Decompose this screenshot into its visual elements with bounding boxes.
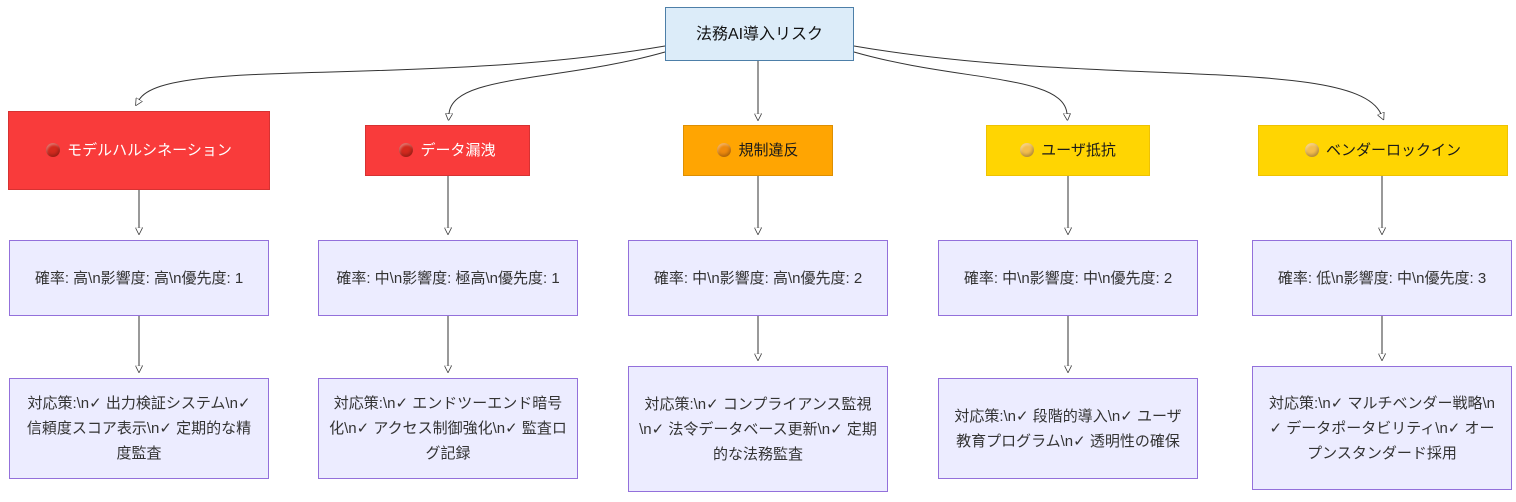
- yellow-circle-icon: [1304, 143, 1319, 157]
- risk-node-data-leak: データ漏洩: [365, 125, 530, 176]
- countermeasure-node-2: 対応策:\n✓ エンドツーエンド暗号化\n✓ アクセス制御強化\n✓ 監査ログ記…: [318, 378, 578, 479]
- edge-root-to-risk-5: [853, 45, 1381, 114]
- root-label: 法務AI導入リスク: [695, 25, 824, 43]
- assessment-node-4: 確率: 中\n影響度: 中\n優先度: 2: [938, 240, 1198, 316]
- assessment-node-1: 確率: 高\n影響度: 高\n優先度: 1: [9, 240, 269, 316]
- yellow-circle-icon: [1020, 143, 1035, 157]
- assessment-text: 確率: 中\n影響度: 極高\n優先度: 1: [336, 269, 560, 287]
- risk-label: ベンダーロックイン: [1325, 142, 1461, 159]
- red-circle-icon: [46, 143, 61, 157]
- risk-label: ユーザ抵抗: [1041, 142, 1116, 159]
- assessment-node-2: 確率: 中\n影響度: 極高\n優先度: 1: [318, 240, 578, 316]
- countermeasure-text: 対応策:\n✓ コンプライアンス監視\n✓ 法令データベース更新\n✓ 定期的な…: [639, 395, 877, 463]
- edge-root-to-risk-1: [139, 45, 666, 100]
- countermeasure-node-4: 対応策:\n✓ 段階的導入\n✓ ユーザ教育プログラム\n✓ 透明性の確保: [938, 378, 1198, 479]
- risk-node-vendor-lockin: ベンダーロックイン: [1258, 125, 1508, 176]
- countermeasure-text: 対応策:\n✓ マルチベンダー戦略\n✓ データポータビリティ\n✓ オープンス…: [1269, 394, 1495, 462]
- countermeasure-text: 対応策:\n✓ 段階的導入\n✓ ユーザ教育プログラム\n✓ 透明性の確保: [954, 407, 1182, 450]
- assessment-text: 確率: 低\n影響度: 中\n優先度: 3: [1277, 269, 1487, 287]
- root-node: 法務AI導入リスク: [665, 7, 854, 61]
- red-circle-icon: [399, 143, 414, 157]
- risk-node-model-hallucination: モデルハルシネーション: [8, 111, 270, 190]
- risk-label: 規制違反: [738, 142, 799, 159]
- assessment-node-5: 確率: 低\n影響度: 中\n優先度: 3: [1252, 240, 1512, 316]
- countermeasure-node-5: 対応策:\n✓ マルチベンダー戦略\n✓ データポータビリティ\n✓ オープンス…: [1252, 366, 1512, 490]
- assessment-text: 確率: 高\n影響度: 高\n優先度: 1: [34, 269, 244, 287]
- countermeasure-node-3: 対応策:\n✓ コンプライアンス監視\n✓ 法令データベース更新\n✓ 定期的な…: [628, 366, 888, 492]
- edge-root-to-risk-4: [853, 51, 1067, 114]
- assessment-text: 確率: 中\n影響度: 高\n優先度: 2: [653, 269, 863, 287]
- assessment-text: 確率: 中\n影響度: 中\n優先度: 2: [963, 269, 1173, 287]
- countermeasure-text: 対応策:\n✓ エンドツーエンド暗号化\n✓ アクセス制御強化\n✓ 監査ログ記…: [329, 395, 567, 462]
- countermeasure-text: 対応策:\n✓ 出力検証システム\n✓ 信頼度スコア表示\n✓ 定期的な精度監査: [26, 395, 252, 462]
- countermeasure-node-1: 対応策:\n✓ 出力検証システム\n✓ 信頼度スコア表示\n✓ 定期的な精度監査: [9, 378, 269, 479]
- assessment-node-3: 確率: 中\n影響度: 高\n優先度: 2: [628, 240, 888, 316]
- risk-label: データ漏洩: [420, 142, 496, 159]
- orange-circle-icon: [717, 143, 732, 157]
- risk-node-regulation-violation: 規制違反: [683, 125, 833, 176]
- risk-node-user-resistance: ユーザ抵抗: [986, 125, 1150, 176]
- risk-label: モデルハルシネーション: [67, 142, 232, 159]
- edge-root-to-risk-2: [449, 51, 666, 114]
